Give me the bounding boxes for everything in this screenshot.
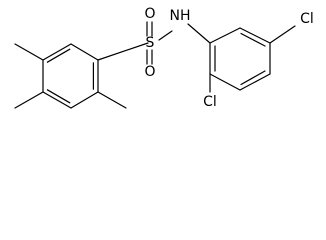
methyl-bond [97,91,127,109]
ring-double-bond [240,70,266,86]
ring-double-bond [46,89,71,104]
oxygen-top-label: O [144,6,155,22]
ring-bond [239,27,271,44]
ring-double-bond [240,32,266,47]
trimethylphenyl-ring [42,43,99,109]
ring-bond [70,43,99,61]
ring-bond [70,91,99,109]
ring-bond [42,43,72,61]
ring-sulfur-bond [97,42,149,61]
methyl-bond [14,91,44,109]
sulfur-label: S [146,35,155,51]
nitrogen-ring-bond [187,23,211,44]
oxygen-bottom-label: O [144,64,155,80]
ring-bond [209,27,241,44]
molecule-structure-diagram: O S O NH Cl Cl [14,6,314,110]
chlorine-bond [269,25,296,44]
ring-bond [239,73,271,91]
chlorine-right-label: Cl [300,11,314,27]
sulfur-nitrogen-bond [158,30,173,41]
ring-bond [209,73,241,91]
chlorine-bottom-label: Cl [203,94,217,110]
ring-bond [42,91,72,109]
dichlorophenyl-ring [209,27,271,91]
ring-double-bond [46,48,71,63]
methyl-bond [14,43,44,61]
nitrogen-hydrogen-label: NH [170,8,191,24]
